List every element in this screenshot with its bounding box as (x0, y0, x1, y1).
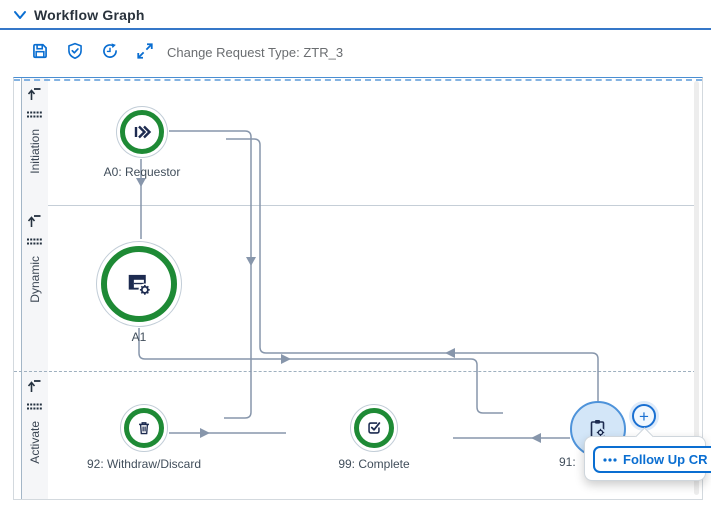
node-label: A0: Requestor (103, 165, 181, 179)
follow-up-cr-button[interactable]: Follow Up CR (593, 446, 711, 473)
table-gear-icon (128, 274, 152, 297)
followup-popover: Follow Up CR (584, 436, 711, 481)
drag-handle-icon[interactable] (27, 400, 42, 414)
swimlane-strip (21, 78, 48, 499)
follow-up-cr-label: Follow Up CR (623, 452, 708, 467)
node-a1[interactable] (96, 241, 182, 327)
node-label: 92: Withdraw/Discard (86, 457, 202, 471)
lane-dynamic: Dynamic (21, 214, 48, 303)
graph-toolbar: Change Request Type: ZTR_3 (0, 32, 711, 76)
save-button[interactable] (27, 39, 53, 65)
lane-initiation: Initiation (21, 87, 48, 174)
chevron-down-icon[interactable] (13, 9, 27, 21)
reset-button[interactable] (97, 39, 123, 65)
add-followup-button[interactable]: + (632, 404, 656, 428)
trash-icon (139, 422, 149, 435)
node-99-complete[interactable] (350, 404, 398, 452)
node-circle (120, 404, 168, 452)
fullscreen-button[interactable] (132, 39, 158, 65)
graph-canvas: Initiation Dynamic (13, 77, 703, 500)
fast-forward-icon (134, 125, 152, 139)
panel-header: Workflow Graph (0, 0, 711, 30)
collapse-lane-icon[interactable] (27, 379, 42, 393)
node-circle (350, 404, 398, 452)
lane-label: Activate (27, 421, 42, 464)
collapse-lane-icon[interactable] (27, 214, 42, 228)
node-92-withdraw-discard[interactable] (120, 404, 168, 452)
save-icon (33, 43, 47, 58)
drag-handle-icon[interactable] (27, 108, 42, 122)
followup-dots-icon (603, 457, 617, 462)
node-label: 91: (559, 455, 576, 469)
vertical-scrollbar[interactable] (694, 81, 699, 495)
lane-divider-dashed (14, 371, 696, 372)
lane-label: Initiation (27, 129, 42, 174)
drag-handle-icon[interactable] (27, 235, 42, 249)
node-circle (96, 241, 182, 327)
lane-activate: Activate (21, 379, 48, 464)
page-title: Workflow Graph (34, 7, 145, 23)
expand-icon (137, 42, 153, 59)
node-circle (116, 106, 168, 158)
complete-check-icon (368, 422, 381, 434)
node-label: A1 (131, 330, 147, 344)
change-request-type-label: Change Request Type: ZTR_3 (167, 45, 344, 60)
reset-icon (103, 42, 117, 58)
lane-divider (48, 205, 696, 206)
collapse-lane-icon[interactable] (27, 87, 42, 101)
node-label: 99: Complete (338, 457, 410, 471)
shield-check-icon (68, 42, 82, 59)
validate-button[interactable] (62, 39, 88, 65)
node-a0-requestor[interactable] (116, 106, 168, 158)
lane-label: Dynamic (27, 256, 42, 303)
